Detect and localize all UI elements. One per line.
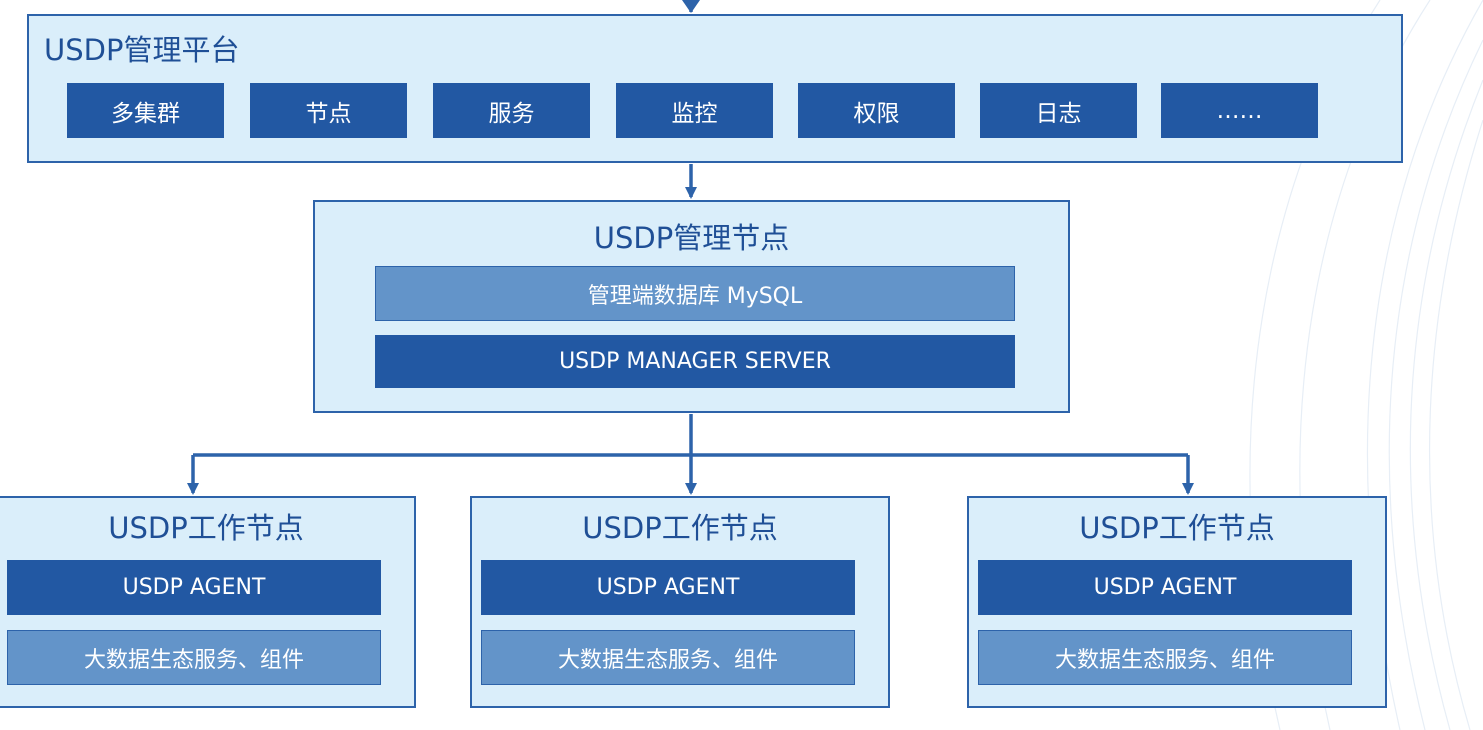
module-monitoring: 监控 xyxy=(616,83,773,138)
module-node: 节点 xyxy=(250,83,407,138)
worker-node-panel: USDP工作节点 USDP AGENT 大数据生态服务、组件 xyxy=(470,496,890,708)
worker-node-panel: USDP工作节点 USDP AGENT 大数据生态服务、组件 xyxy=(0,496,416,708)
services-box: 大数据生态服务、组件 xyxy=(481,630,855,685)
module-multi-cluster: 多集群 xyxy=(67,83,224,138)
agent-box: USDP AGENT xyxy=(978,560,1352,615)
manager-server-box: USDP MANAGER SERVER xyxy=(375,335,1015,388)
agent-box: USDP AGENT xyxy=(7,560,381,615)
manager-node-title: USDP管理节点 xyxy=(593,221,790,255)
worker-node-title: USDP工作节点 xyxy=(582,511,778,545)
worker-node-title: USDP工作节点 xyxy=(1079,511,1275,545)
module-service: 服务 xyxy=(433,83,590,138)
manager-node-panel: USDP管理节点 管理端数据库 MySQL USDP MANAGER SERVE… xyxy=(313,200,1070,413)
worker-node-panel: USDP工作节点 USDP AGENT 大数据生态服务、组件 xyxy=(967,496,1387,708)
module-more: …… xyxy=(1161,83,1318,138)
services-box: 大数据生态服务、组件 xyxy=(978,630,1352,685)
mysql-database-box: 管理端数据库 MySQL xyxy=(375,266,1015,321)
agent-box: USDP AGENT xyxy=(481,560,855,615)
platform-panel: USDP管理平台 多集群 节点 服务 监控 权限 日志 …… xyxy=(27,14,1403,163)
module-permission: 权限 xyxy=(798,83,955,138)
module-log: 日志 xyxy=(980,83,1137,138)
services-box: 大数据生态服务、组件 xyxy=(7,630,381,685)
platform-title: USDP管理平台 xyxy=(44,33,240,67)
worker-node-title: USDP工作节点 xyxy=(108,511,304,545)
